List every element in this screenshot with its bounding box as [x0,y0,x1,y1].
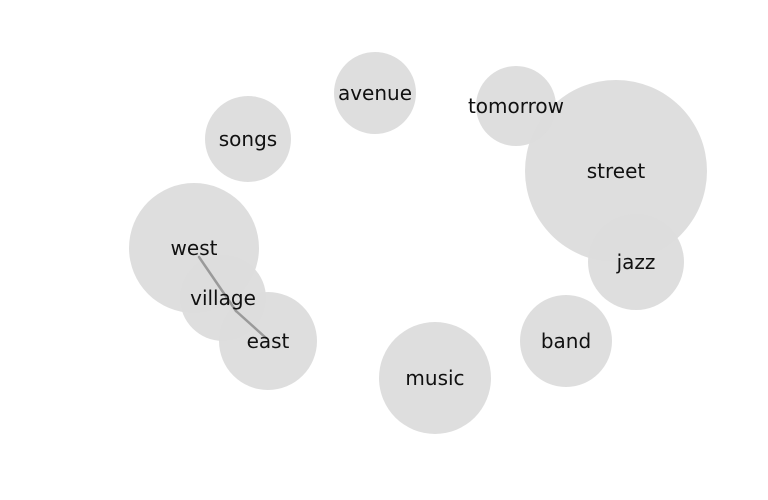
bubble-label-band: band [541,329,591,353]
bubble-label-music: music [405,366,464,390]
bubble-label-street: street [587,159,646,183]
bubble-label-village: village [190,286,256,310]
bubble-street [525,80,707,262]
bubble-music [379,322,491,434]
edge-village-east [234,309,268,340]
bubble-label-avenue: avenue [338,81,412,105]
bubble-avenue [334,52,416,134]
bubble-band [520,295,612,387]
bubble-label-tomorrow: tomorrow [468,94,564,118]
bubble-label-east: east [247,329,290,353]
labels-layer: street avenue tomorrow songs west village east… [171,81,656,390]
bubble-jazz [588,214,684,310]
bubble-label-west: west [171,236,218,260]
bubble-label-songs: songs [219,127,277,151]
bubble-label-jazz: jazz [616,250,656,274]
edges-layer [197,255,268,340]
edge-west-village [197,255,238,313]
bubbles-layer [129,52,707,434]
bubble-tomorrow [476,66,556,146]
bubble-songs [205,96,291,182]
